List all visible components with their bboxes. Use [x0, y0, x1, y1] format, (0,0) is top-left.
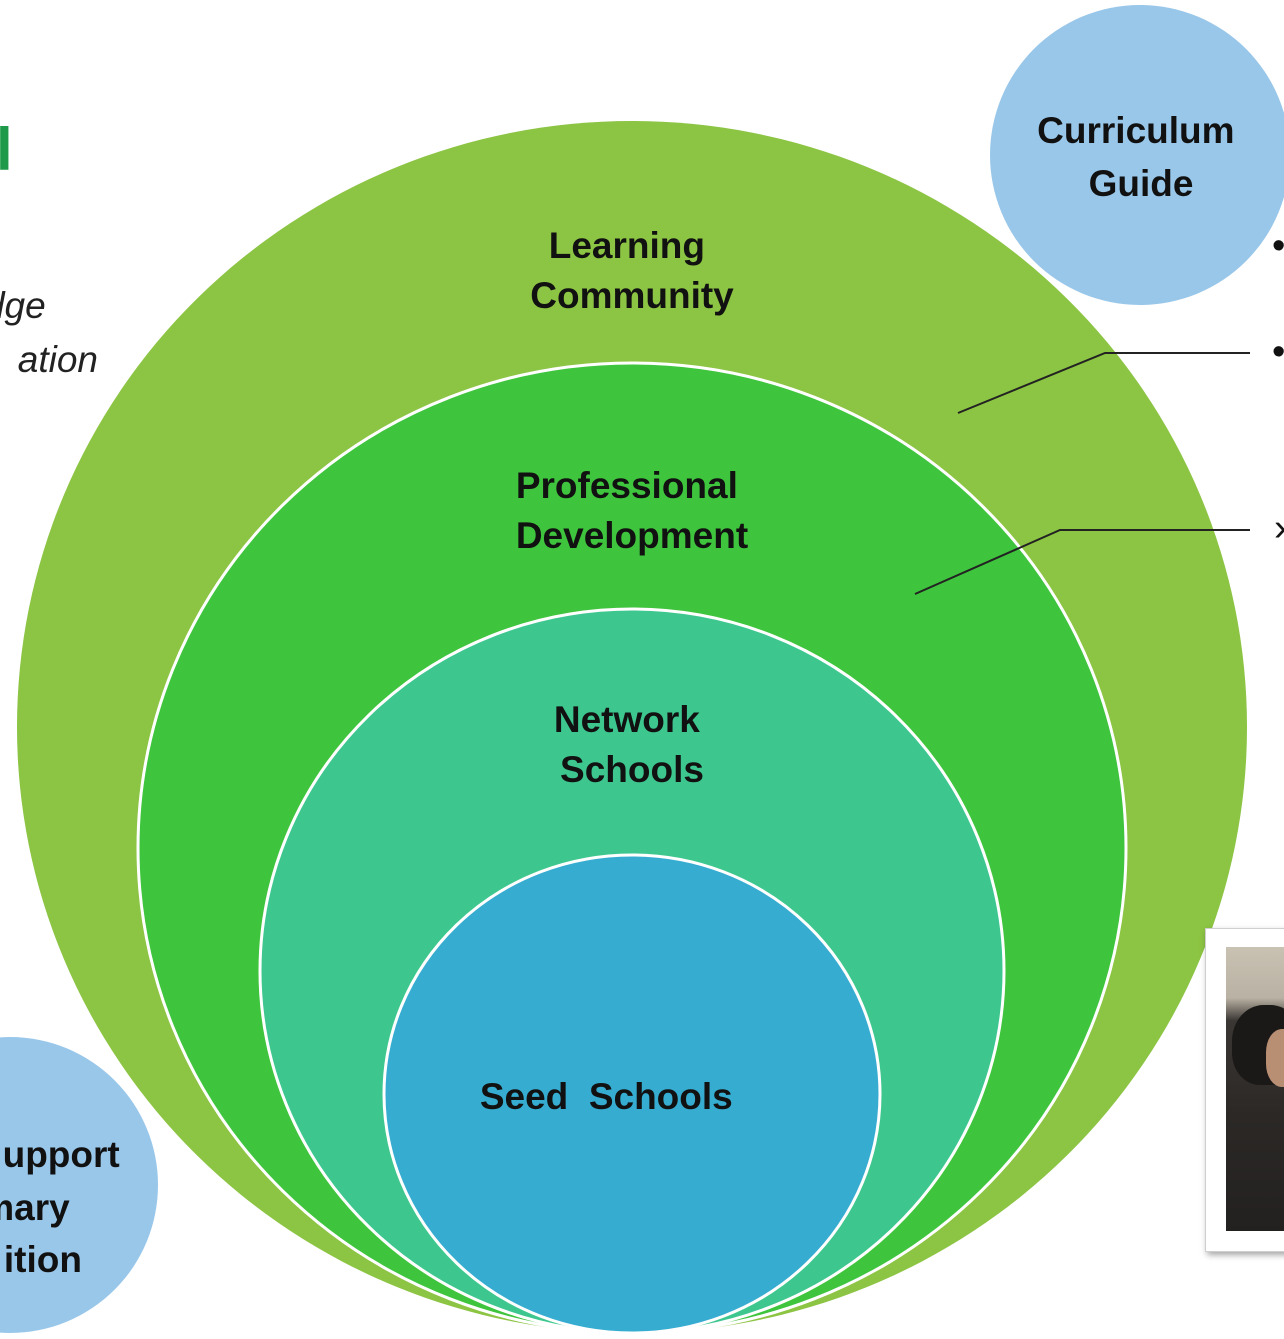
support-bubble: [0, 1037, 158, 1333]
left-italic-text: dge ation: [0, 285, 98, 380]
seed-schools-label: Seed Schools: [480, 1076, 733, 1117]
right-bullet-2: •: [1272, 331, 1284, 373]
photo-frame: [1205, 928, 1284, 1252]
professional-development-label: Professional Development: [516, 465, 748, 556]
network-schools-label: Network Schools: [554, 699, 710, 790]
left-title-fragment: l: [0, 116, 13, 183]
right-bullet-3: ›: [1274, 507, 1284, 549]
student-photo: [1226, 947, 1284, 1231]
photo-face: [1266, 1029, 1284, 1087]
connector-line-professional: [914, 529, 1250, 595]
connector-line-learning: [957, 352, 1250, 414]
curriculum-guide-label: Curriculum Guide: [1037, 110, 1245, 204]
support-bubble-label: upport mary ition: [0, 1134, 130, 1280]
ring-seed-schools: [382, 853, 882, 1335]
learning-community-label: Learning Community: [530, 225, 734, 316]
right-bullet-1: •: [1272, 225, 1284, 267]
curriculum-guide-bubble: [990, 5, 1284, 305]
